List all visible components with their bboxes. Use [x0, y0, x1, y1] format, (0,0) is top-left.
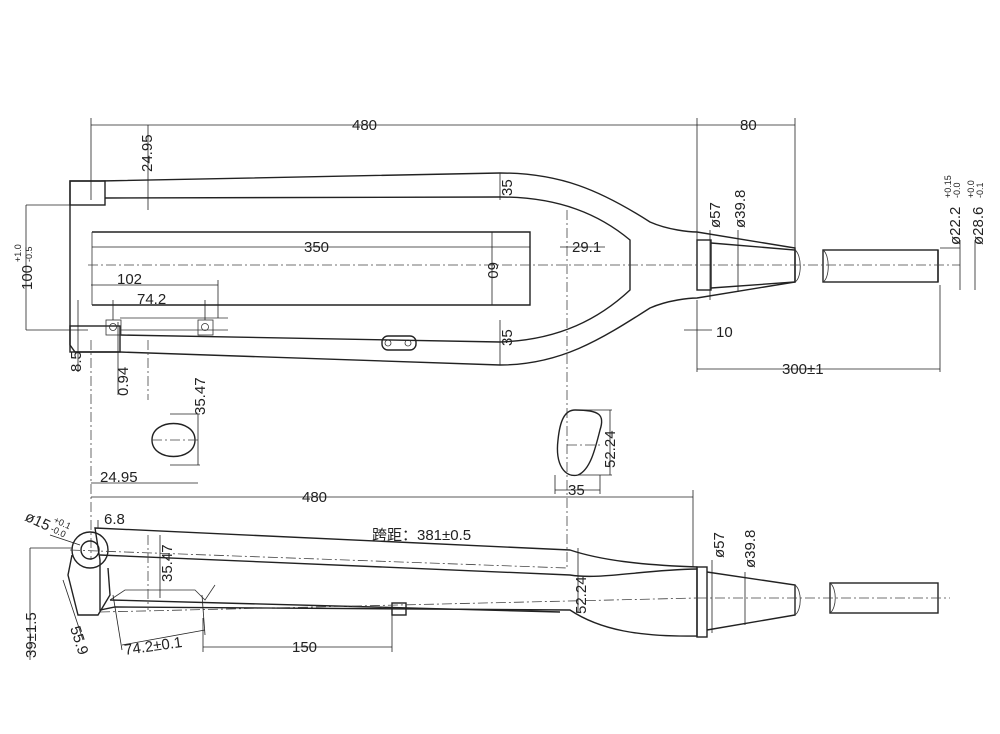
- dim-60: 60: [484, 262, 501, 279]
- dim-dia-39-8-side: ø39.8: [742, 530, 759, 568]
- dim-24-95-section: 24.95: [100, 469, 138, 486]
- fork-top-view: [69, 172, 960, 570]
- dropout-hole-right: [197, 319, 214, 336]
- bottom-dropout: [69, 325, 121, 353]
- inner-slot: [92, 231, 531, 306]
- side-crown-race: [696, 566, 708, 638]
- side-view-dimensions: 480 ø15 +0.1 -0.0 6.8 跨距：381±0.5 35.47 5…: [22, 489, 759, 660]
- dim-300: 300±1: [782, 361, 824, 378]
- dim-0-94: 0.94: [115, 367, 132, 396]
- dim-35-47-side: 35.47: [159, 544, 176, 582]
- dim-480-top: 480: [352, 117, 377, 134]
- dim-24-95: 24.95: [139, 134, 156, 172]
- dim-100: 100: [19, 265, 36, 290]
- side-blade-outline: [94, 527, 698, 637]
- dim-dia-57-top: ø57: [707, 202, 724, 228]
- span-label: 跨距：381±0.5: [372, 527, 471, 544]
- dim-52-24-side: 52.24: [573, 576, 590, 614]
- top-view-dimensions: 480 80 24.95 35 35 350 60 29.1 102 74.2 …: [13, 117, 987, 396]
- svg-text:-0.5: -0.5: [24, 246, 34, 262]
- dim-55-9: 55.9: [66, 624, 91, 657]
- dim-39: 39±1.5: [23, 612, 40, 658]
- dim-8-5: 8.5: [68, 351, 85, 372]
- blade-sections: 35.47 24.95 52.24 35: [91, 377, 619, 499]
- dim-dia-57-side: ø57: [711, 532, 728, 558]
- dim-35-bottom: 35: [499, 329, 516, 346]
- dim-480-side: 480: [302, 489, 327, 506]
- dim-dia-15: ø15: [22, 508, 53, 534]
- fork-side-view: [67, 527, 950, 638]
- dim-6-8: 6.8: [104, 511, 125, 528]
- dim-dia-39-8-top: ø39.8: [732, 190, 749, 228]
- dim-10: 10: [716, 324, 733, 341]
- steerer-tube: [822, 249, 939, 283]
- dim-35-section: 35: [568, 482, 585, 499]
- svg-text:+0.15: +0.15: [943, 175, 953, 198]
- brake-mount-icon: [381, 335, 417, 351]
- dim-52-24-section: 52.24: [602, 430, 619, 468]
- fork-outer-outline: [69, 172, 796, 366]
- dropout-hole-left: [105, 319, 122, 336]
- svg-text:+1.0: +1.0: [13, 244, 23, 262]
- crown-race: [696, 239, 712, 291]
- dim-74-2-side: 74.2±0.1: [123, 634, 183, 659]
- dim-dia-22-2: ø22.2: [947, 207, 964, 245]
- svg-text:+0.0: +0.0: [966, 180, 976, 198]
- dim-35-47: 35.47: [192, 377, 209, 415]
- dim-35-top: 35: [499, 179, 516, 196]
- dim-dia-28-6: ø28.6: [970, 207, 987, 245]
- dim-29-1: 29.1: [572, 239, 601, 256]
- dim-350: 350: [304, 239, 329, 256]
- top-dropout: [69, 180, 106, 206]
- svg-text:-0.1: -0.1: [975, 182, 985, 198]
- svg-text:-0.0: -0.0: [952, 182, 962, 198]
- section-teardrop: [556, 409, 603, 477]
- dim-150: 150: [292, 639, 317, 656]
- dim-80: 80: [740, 117, 757, 134]
- dim-74-2: 74.2: [137, 291, 166, 308]
- fork-inner-outline: [104, 196, 631, 343]
- dim-102: 102: [117, 271, 142, 288]
